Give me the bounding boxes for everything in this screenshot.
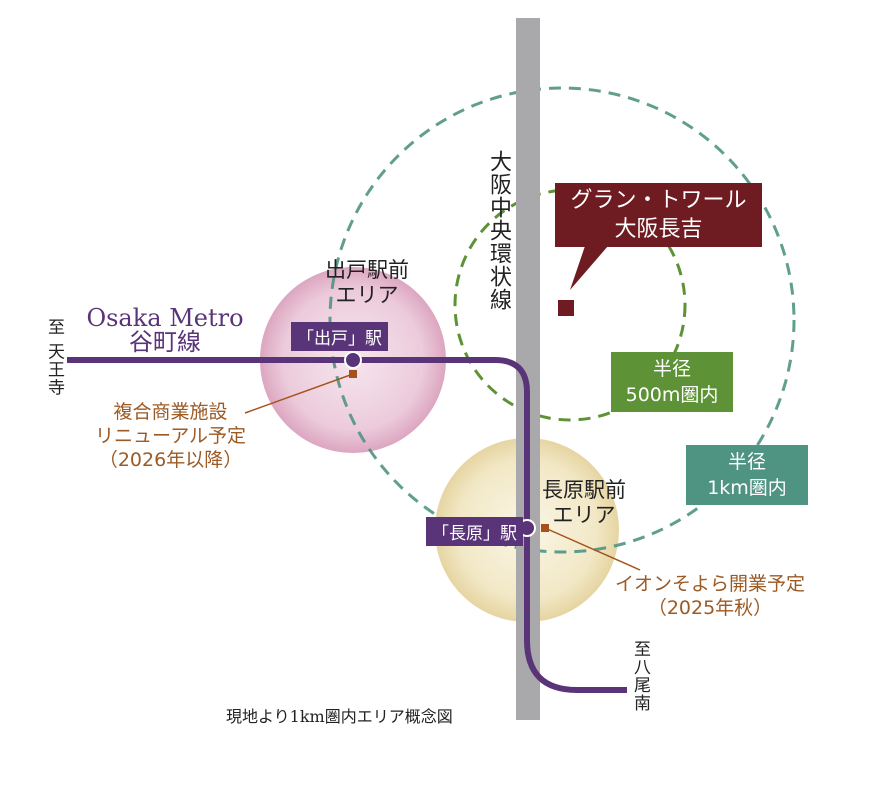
facility2-leader xyxy=(544,527,641,571)
radius-1km-line1: 半径 xyxy=(727,451,766,473)
property-callout-pointer xyxy=(570,246,608,290)
property-callout: グラン・トワール 大阪長吉 xyxy=(555,183,762,247)
nagahara-station-label: 「長原」駅 xyxy=(426,517,523,546)
deto-area-line2: エリア xyxy=(335,283,399,307)
map-caption: 現地より1km圏内エリア概念図 xyxy=(226,707,453,726)
to-yaominami-label: 至八尾南 xyxy=(630,640,650,712)
facility2-label: イオンそよら開業予定 （2025年秋） xyxy=(615,572,805,620)
facility1-line2: リニューアル予定 xyxy=(95,425,247,447)
facility2-line1: イオンそよら開業予定 xyxy=(615,573,806,595)
facility1-leader xyxy=(244,373,354,414)
property-name-line2: 大阪長吉 xyxy=(614,217,703,242)
facility1-line1: 複合商業施設 xyxy=(113,401,228,423)
radius-500m-badge: 半径 500m圏内 xyxy=(611,352,733,412)
nagahara-area-label: 長原駅前 エリア xyxy=(542,478,626,528)
property-marker xyxy=(558,300,574,316)
radius-1km-badge: 半径 1km圏内 xyxy=(686,445,808,505)
metro-name: Osaka Metro 谷町線 xyxy=(80,306,250,354)
radius-500m-line1: 半径 xyxy=(652,358,691,380)
road-label: 大阪中央環状線 xyxy=(486,150,511,311)
facility2-line2: （2025年秋） xyxy=(647,597,773,619)
deto-station-dot xyxy=(344,351,362,369)
facility2-marker xyxy=(541,524,549,532)
radius-1km-line2: 1km圏内 xyxy=(707,477,787,499)
radius-1km-circle xyxy=(328,86,796,554)
nagahara-area-line1: 長原駅前 xyxy=(542,478,626,502)
deto-area-line1: 出戸駅前 xyxy=(325,258,409,282)
facility1-marker xyxy=(349,370,357,378)
metro-name-en: Osaka Metro xyxy=(86,304,244,332)
deto-station-label: 「出戸」駅 xyxy=(291,322,388,351)
property-name-line1: グラン・トワール xyxy=(570,188,747,213)
to-tennoji-label: 至 天王寺 xyxy=(44,318,64,397)
radius-500m-line2: 500m圏内 xyxy=(625,384,719,406)
metro-tanimachi-line xyxy=(67,357,627,693)
facility1-line3: （2026年以降） xyxy=(98,449,243,471)
facility1-label: 複合商業施設 リニューアル予定 （2026年以降） xyxy=(95,400,246,472)
nagahara-area-line2: エリア xyxy=(552,503,616,527)
deto-area-label: 出戸駅前 エリア xyxy=(325,258,409,308)
metro-name-ja: 谷町線 xyxy=(129,328,201,356)
